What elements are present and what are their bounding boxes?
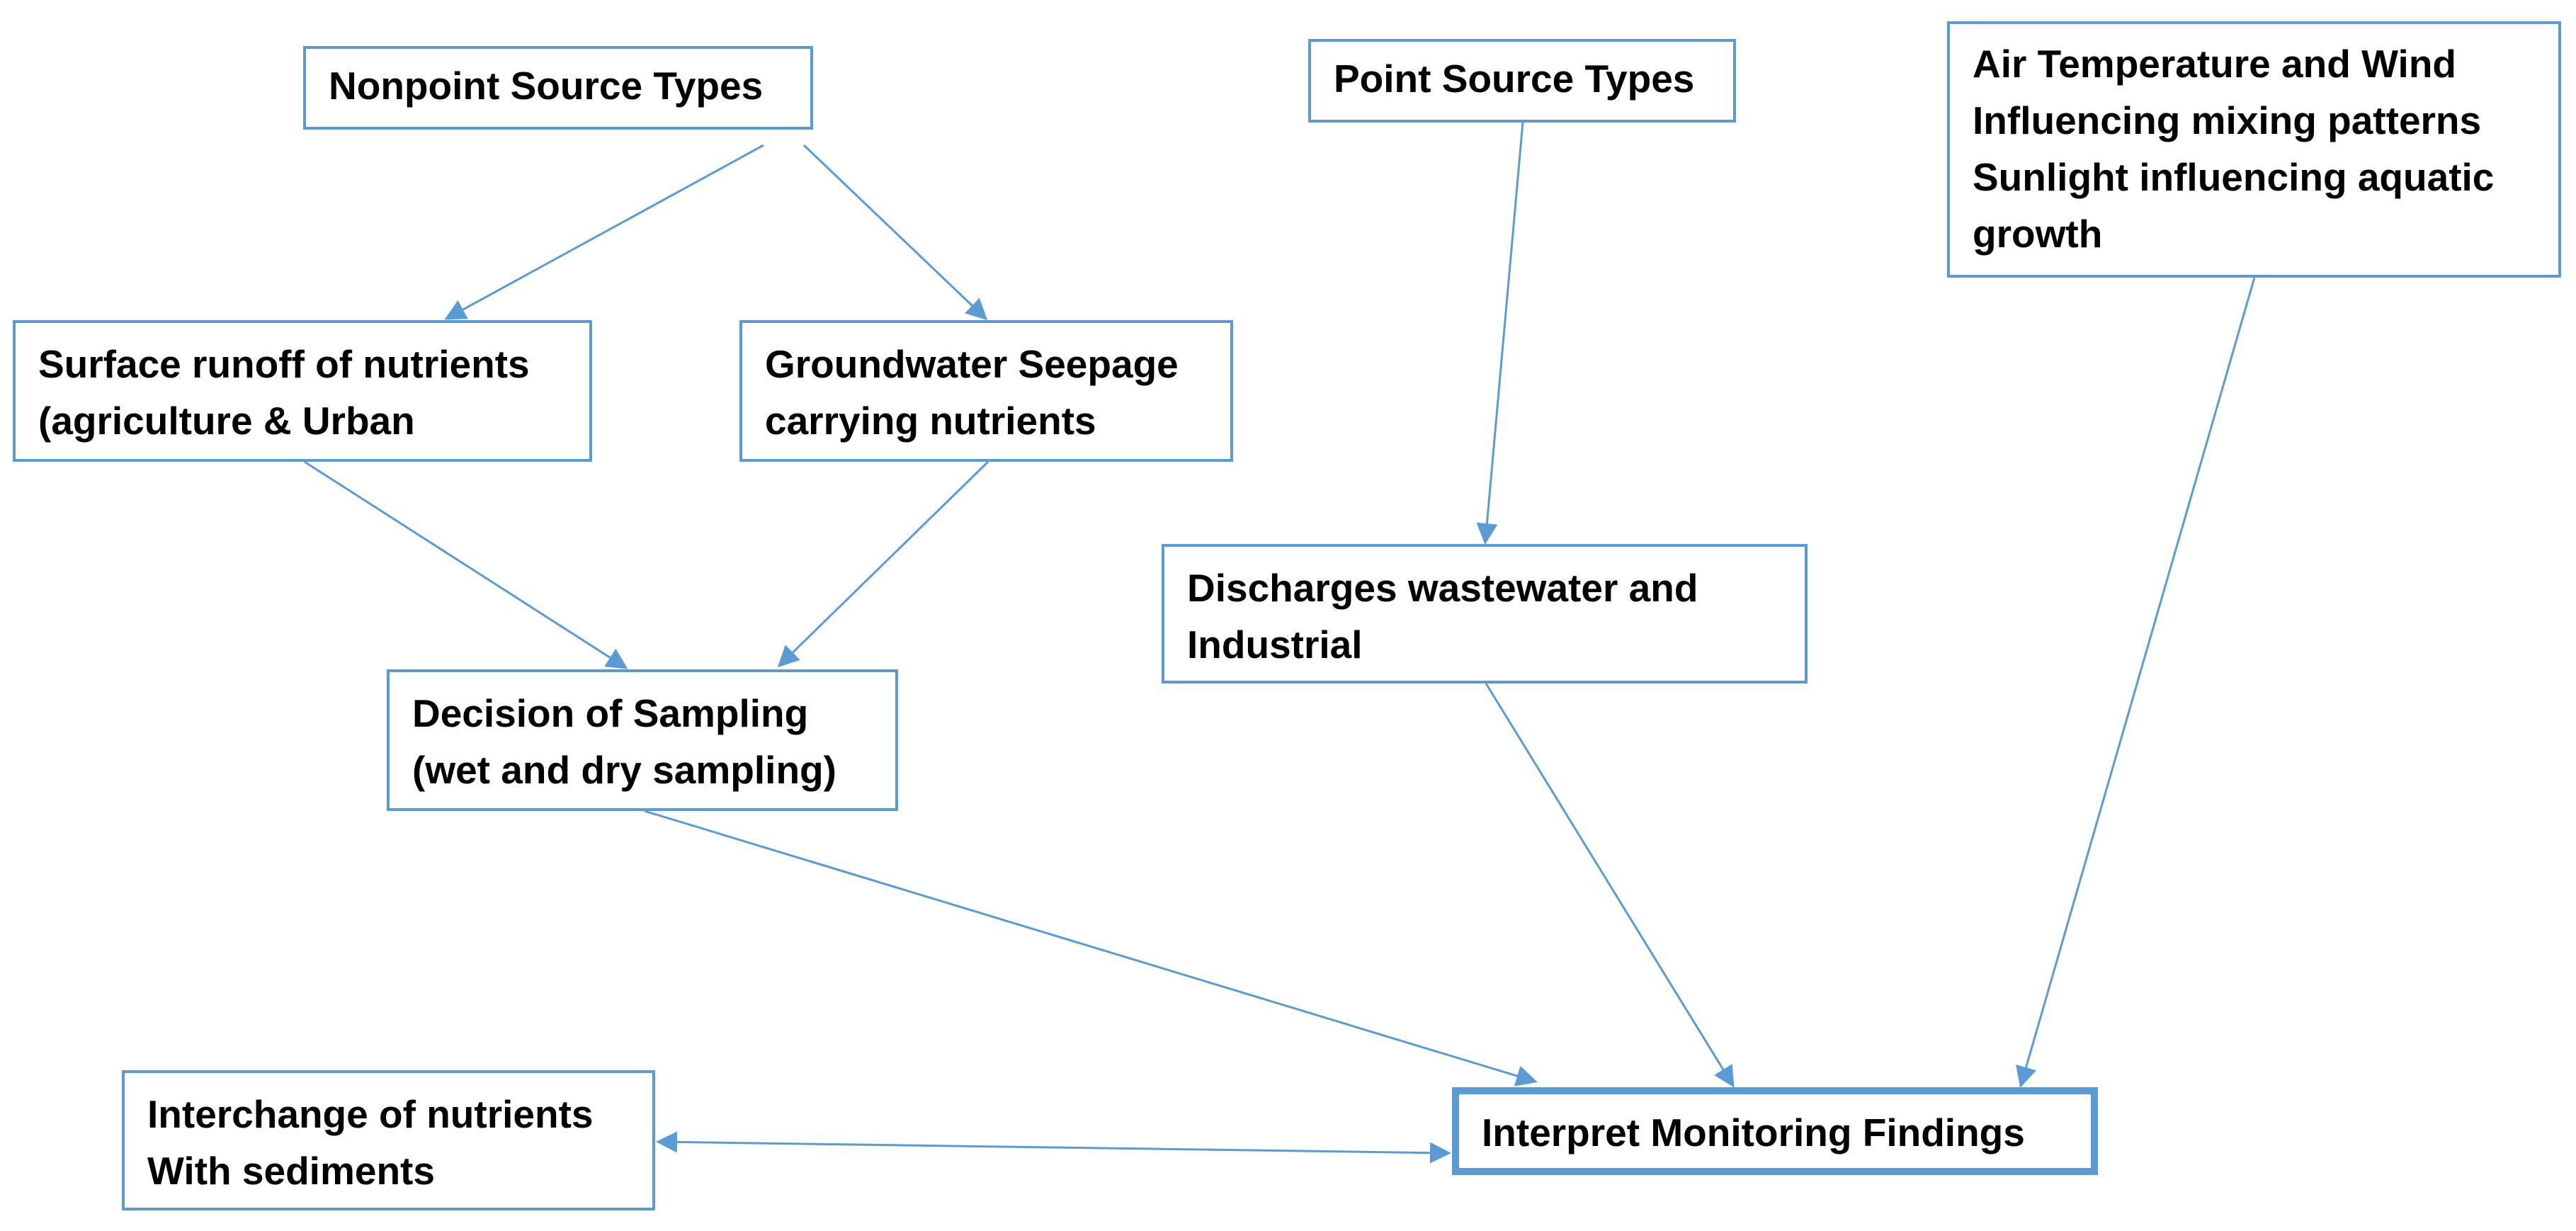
- node-surface-runoff: Surface runoff of nutrients (agriculture…: [13, 320, 592, 462]
- node-text-line: carrying nutrients: [765, 399, 1096, 443]
- node-text-line: Influencing mixing patterns: [1973, 98, 2482, 142]
- node-text-line: Discharges wastewater and: [1187, 566, 1698, 610]
- edge-nonpoint-to-surface: [444, 144, 764, 320]
- node-groundwater-seepage: Groundwater Seepage carrying nutrients: [739, 320, 1233, 462]
- node-text-line: Interchange of nutrients: [147, 1092, 594, 1136]
- node-text-line: Air Temperature and Wind: [1973, 42, 2457, 86]
- node-text-line: Sunlight influencing aquatic: [1973, 155, 2495, 199]
- node-point-source-types: Point Source Types: [1308, 39, 1736, 123]
- node-text-line: (wet and dry sampling): [412, 748, 836, 792]
- edge-decision-to-interpret: [644, 810, 1538, 1087]
- node-interchange-of-nutrients: Interchange of nutrients With sediments: [122, 1070, 655, 1210]
- edge-surface-to-decision: [304, 460, 628, 669]
- node-decision-of-sampling: Decision of Sampling (wet and dry sampli…: [387, 669, 898, 811]
- node-text-line: Interpret Monitoring Findings: [1482, 1111, 2025, 1155]
- node-text-line: With sediments: [147, 1149, 435, 1193]
- node-air-temperature-wind-sunlight: Air Temperature and Wind Influencing mix…: [1947, 21, 2561, 278]
- node-text-line: (agriculture & Urban: [38, 399, 415, 443]
- edge-discharge-to-interpret: [1485, 683, 1735, 1088]
- edge-ground-to-decision: [777, 460, 989, 668]
- node-text-line: Surface runoff of nutrients: [38, 342, 530, 386]
- node-text-line: growth: [1973, 212, 2103, 256]
- node-text-line: Nonpoint Source Types: [329, 64, 764, 108]
- node-text-line: Groundwater Seepage: [765, 342, 1179, 386]
- node-text-line: Decision of Sampling: [412, 691, 809, 735]
- node-discharges-wastewater: Discharges wastewater and Industrial: [1162, 544, 1808, 683]
- edge-interchange-to-interpret: [656, 1131, 1451, 1164]
- edge-nonpoint-to-ground: [802, 144, 988, 321]
- node-text-line: Industrial: [1187, 623, 1363, 666]
- node-nonpoint-source-types: Nonpoint Source Types: [303, 46, 813, 130]
- node-text-line: Point Source Types: [1334, 57, 1695, 101]
- edge-air-to-interpret: [2016, 277, 2256, 1088]
- edge-point-to-discharge: [1476, 122, 1524, 545]
- node-interpret-monitoring-findings: Interpret Monitoring Findings: [1452, 1087, 2098, 1175]
